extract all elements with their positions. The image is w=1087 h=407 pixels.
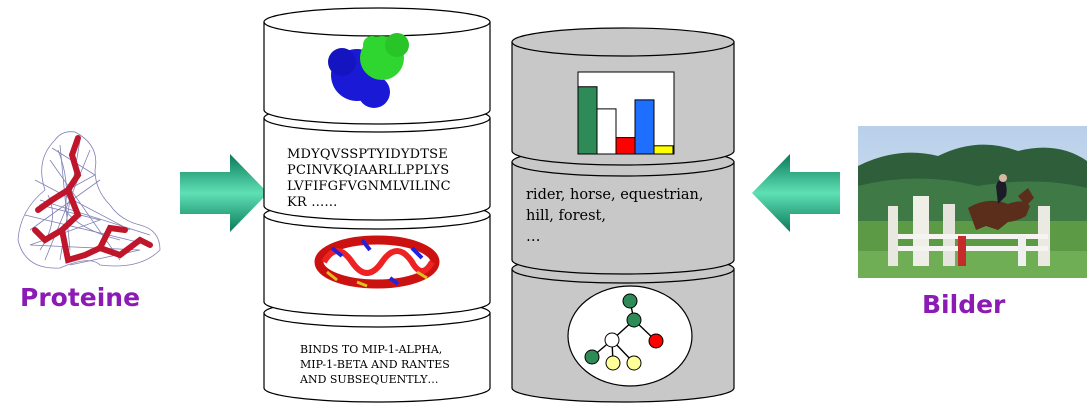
sequence-line: MDYQVSSPTYIDYDTSE [287,147,448,162]
sequence-line: KR …… [287,195,338,210]
right-arrow-left [180,154,268,232]
keyword-text: rider, horse, equestrian, hill, forest, … [526,185,703,248]
sequence-line: PCINVKQIAARLLPPLYS [287,163,450,178]
keyword-line: … [526,229,541,245]
left-arrow-right [752,154,840,232]
annotation-text: BINDS TO MIP-1-ALPHA, MIP-1-BETA AND RAN… [300,342,450,387]
protein-database-cylinder [263,7,491,403]
sequence-text: MDYQVSSPTYIDYDTSE PCINVKQIAARLLPPLYS LVF… [287,147,451,211]
keyword-line: hill, forest, [526,208,606,224]
annotation-line: AND SUBSEQUENTLY… [300,373,439,386]
tree-node [622,293,638,309]
proteine-label: Proteine [20,283,141,312]
protein-ribbon-image [314,235,440,289]
annotation-line: MIP-1-BETA AND RANTES [300,358,450,371]
tree-node [604,332,620,348]
color-histogram [577,71,675,155]
histogram-bar [634,99,655,155]
tree-node [605,355,621,371]
histogram-bar [615,137,636,155]
equestrian-photo [858,126,1087,278]
protein-surface-image [328,33,409,108]
tree-node [626,312,642,328]
image-database-cylinder [511,27,735,403]
bilder-label: Bilder [922,290,1006,319]
histogram-bar [596,108,617,155]
protein-structure-image [17,131,161,269]
tree-node [648,333,664,349]
tree-node [626,355,642,371]
structure-tree [567,285,693,387]
histogram-bar [653,145,674,155]
keyword-line: rider, horse, equestrian, [526,187,704,203]
annotation-line: BINDS TO MIP-1-ALPHA, [300,343,443,356]
sequence-line: LVFIFGFVGNMLVILINC [287,179,451,194]
histogram-bar [577,86,598,155]
tree-node [584,349,600,365]
